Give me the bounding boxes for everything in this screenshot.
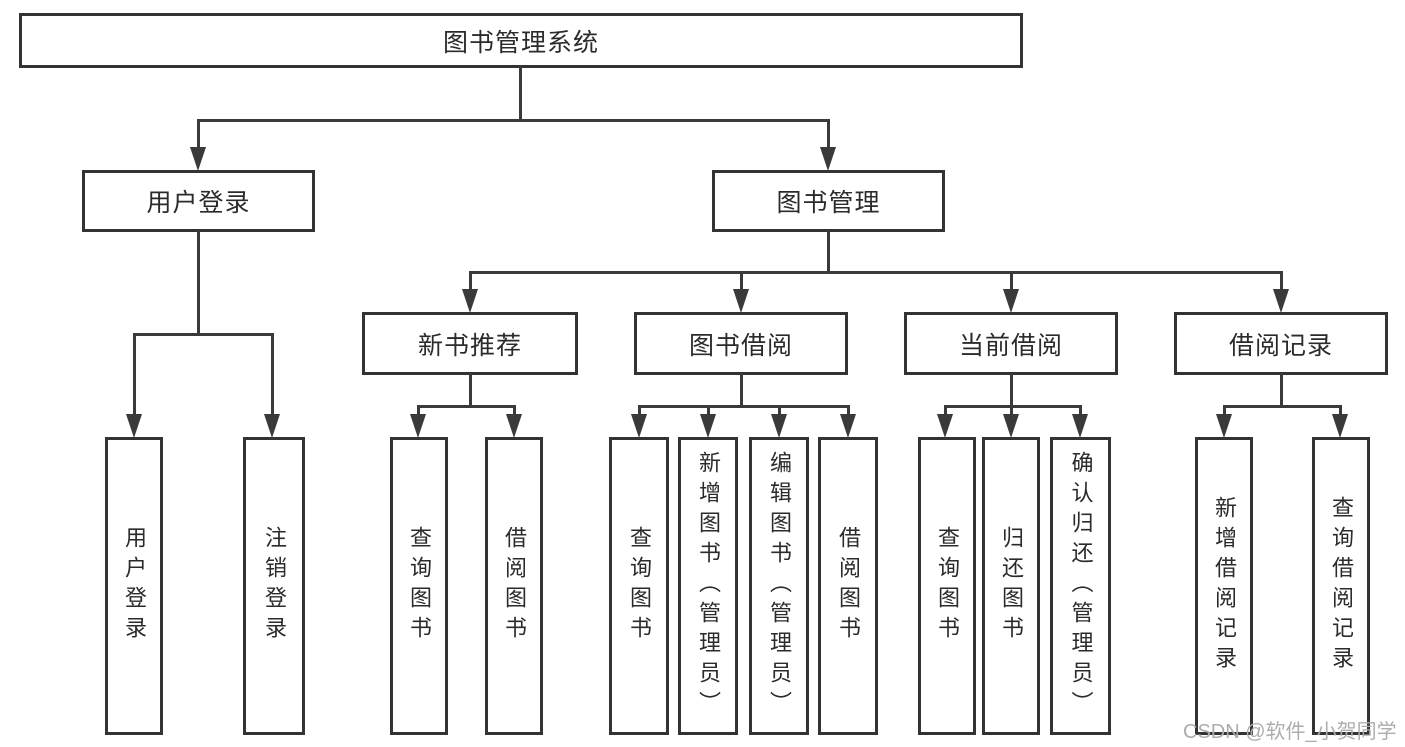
connector-drop-book-borrow [740, 271, 743, 291]
arrow-down-icon [190, 147, 206, 171]
connector-drop [1339, 405, 1342, 417]
node-library-management-system: 图书管理系统 [19, 13, 1023, 68]
leaf-query-books-borrow: 查询图书 [609, 437, 669, 735]
connector-drop [944, 405, 947, 417]
connector-drop [707, 405, 710, 417]
leaf-query-borrow-record: 查询借阅记录 [1312, 437, 1370, 735]
node-user-login-label: 用户登录 [146, 189, 251, 217]
arrow-down-icon [1216, 414, 1232, 438]
arrow-down-icon [700, 414, 716, 438]
leaf-user-login: 用户登录 [105, 437, 163, 735]
arrow-down-icon [840, 414, 856, 438]
connector-drop-user-login [197, 119, 200, 150]
leaf-query-books-current: 查询图书 [918, 437, 976, 735]
connector-drop [1079, 405, 1082, 417]
leaf-query-books-borrow-label: 查询图书 [627, 526, 652, 646]
connector-drop [847, 405, 850, 417]
connector-current-borrow-stem [1010, 373, 1013, 408]
connector-drop [1223, 405, 1226, 417]
leaf-query-books-recommend-label: 查询图书 [407, 526, 432, 646]
leaf-confirm-return-admin: 确认归还（管理员） [1050, 437, 1111, 735]
connector-drop-book-mgmt [827, 119, 830, 150]
arrow-down-icon [1273, 289, 1289, 313]
node-current-borrowing-label: 当前借阅 [958, 331, 1063, 360]
connector-drop [417, 405, 420, 417]
connector-book-borrow-stem [740, 373, 743, 408]
arrow-down-icon [820, 147, 836, 171]
connector-drop-leaf-logout [271, 333, 274, 417]
connector-new-book-branch-line [417, 405, 516, 408]
leaf-confirm-return-admin-label: 确认归还（管理员） [1068, 451, 1094, 721]
connector-user-login-branch-line [133, 333, 274, 336]
leaf-user-login-label: 用户登录 [122, 526, 147, 646]
leaf-query-borrow-record-label: 查询借阅记录 [1329, 496, 1354, 676]
node-new-book-recommendation: 新书推荐 [362, 312, 578, 375]
arrow-down-icon [937, 414, 953, 438]
leaf-borrow-books-recommend: 借阅图书 [485, 437, 543, 735]
connector-new-book-stem [469, 373, 472, 408]
leaf-borrow-books: 借阅图书 [818, 437, 878, 735]
connector-drop [638, 405, 641, 417]
connector-drop [1010, 405, 1013, 417]
leaf-add-book-admin-label: 新增图书（管理员） [696, 451, 721, 721]
connector-drop [513, 405, 516, 417]
leaf-query-books-current-label: 查询图书 [935, 526, 960, 646]
connector-borrow-records-branch-line [1223, 405, 1341, 408]
arrow-down-icon [733, 289, 749, 313]
node-book-management: 图书管理 [712, 170, 945, 232]
leaf-add-borrow-record-label: 新增借阅记录 [1212, 496, 1237, 676]
connector-root-branch-line [197, 119, 830, 122]
node-book-borrowing: 图书借阅 [634, 312, 848, 375]
connector-book-mgmt-stem [827, 230, 830, 274]
leaf-edit-book-admin-label: 编辑图书（管理员） [767, 451, 792, 721]
connector-book-mgmt-branch-line [469, 271, 1282, 274]
arrow-down-icon [631, 414, 647, 438]
node-user-login: 用户登录 [82, 170, 315, 232]
connector-root-stem [519, 66, 522, 121]
csdn-watermark: CSDN @软件_小贺同学 [1183, 721, 1397, 743]
arrow-down-icon [264, 414, 280, 438]
leaf-query-books-recommend: 查询图书 [390, 437, 448, 735]
node-current-borrowing: 当前借阅 [904, 312, 1118, 375]
leaf-return-book-label: 归还图书 [999, 526, 1024, 646]
node-new-book-recommendation-label: 新书推荐 [417, 331, 522, 360]
arrow-down-icon [410, 414, 426, 438]
connector-drop-borrow-records [1280, 271, 1283, 291]
arrow-down-icon [1003, 414, 1019, 438]
leaf-borrow-books-recommend-label: 借阅图书 [502, 526, 527, 646]
node-book-borrowing-label: 图书借阅 [688, 331, 793, 360]
arrow-down-icon [1332, 414, 1348, 438]
leaf-add-book-admin: 新增图书（管理员） [678, 437, 738, 735]
arrow-down-icon [1003, 289, 1019, 313]
node-borrowing-records-label: 借阅记录 [1228, 331, 1333, 360]
connector-drop-current-borrow [1010, 271, 1013, 291]
node-library-management-system-label: 图书管理系统 [442, 28, 599, 57]
connector-borrow-records-stem [1280, 373, 1283, 408]
leaf-logout: 注销登录 [243, 437, 305, 735]
connector-user-login-stem [197, 230, 200, 336]
node-book-management-label: 图书管理 [776, 189, 881, 217]
arrow-down-icon [126, 414, 142, 438]
leaf-return-book: 归还图书 [982, 437, 1040, 735]
arrow-down-icon [1072, 414, 1088, 438]
leaf-edit-book-admin: 编辑图书（管理员） [749, 437, 809, 735]
arrow-down-icon [462, 289, 478, 313]
connector-drop [778, 405, 781, 417]
connector-drop-new-book [469, 271, 472, 291]
arrow-down-icon [506, 414, 522, 438]
arrow-down-icon [771, 414, 787, 438]
connector-book-borrow-branch-line [638, 405, 849, 408]
node-borrowing-records: 借阅记录 [1174, 312, 1388, 375]
leaf-logout-label: 注销登录 [262, 526, 287, 646]
connector-drop-leaf-user-login [133, 333, 136, 417]
leaf-add-borrow-record: 新增借阅记录 [1195, 437, 1253, 735]
leaf-borrow-books-label: 借阅图书 [836, 526, 861, 646]
